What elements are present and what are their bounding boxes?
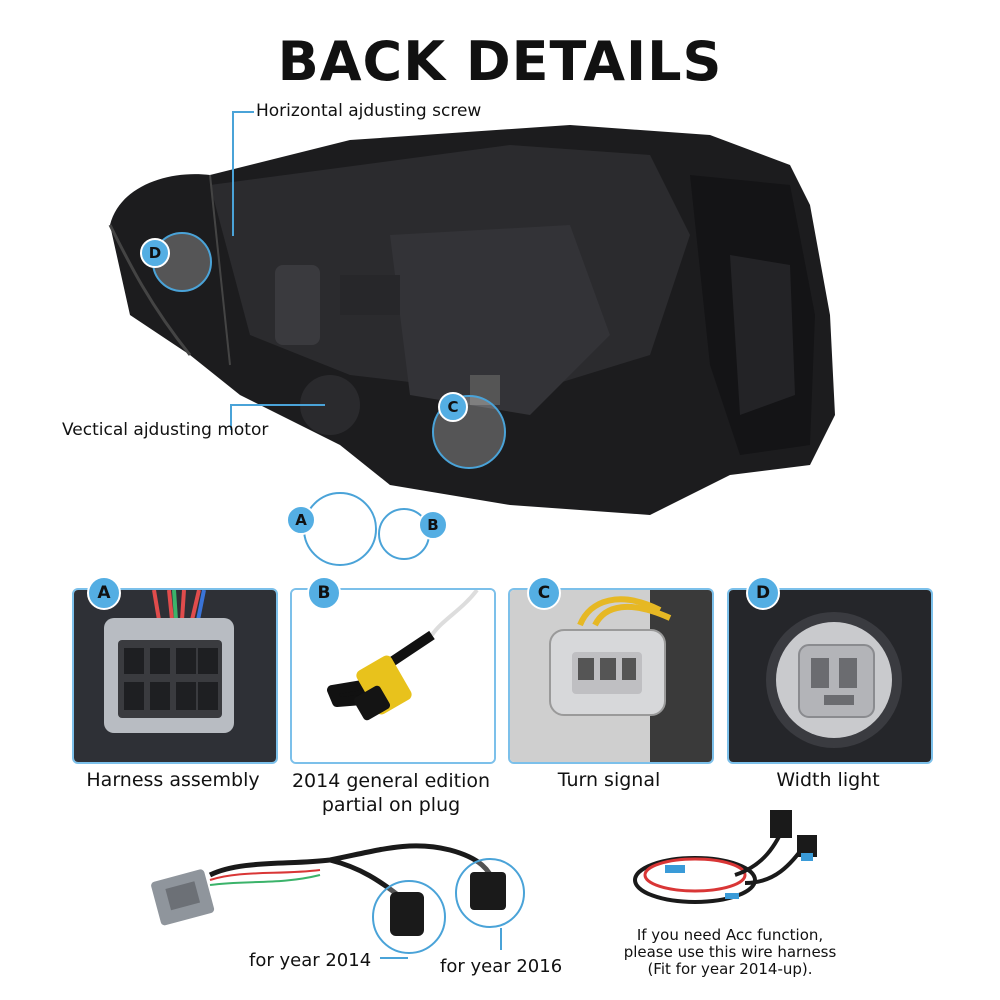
badge-a-hero: A	[286, 505, 316, 535]
badge-c-hero: C	[438, 392, 468, 422]
width-light-connector-image	[729, 590, 931, 762]
label-year-2016: for year 2016	[440, 956, 563, 977]
caption-turn-signal: Turn signal	[557, 769, 661, 791]
acc-wire-harness-image	[625, 805, 825, 920]
callout-line-vertical	[230, 404, 232, 430]
plug-connector-image	[292, 590, 494, 762]
page-title: BACK DETAILS	[277, 30, 723, 93]
vertical-motor-label: Vectical ajdusting motor	[62, 420, 269, 440]
callout-line-horizontal-v	[232, 111, 234, 236]
badge-c: C	[527, 576, 561, 610]
panel-width-light	[727, 588, 933, 764]
label-year-2014: for year 2014	[249, 950, 372, 971]
arrow-2016	[500, 928, 502, 950]
acc-note: If you need Acc function, please use thi…	[623, 926, 837, 978]
panel-harness-assembly	[72, 588, 278, 764]
plug-2016-icon	[470, 872, 506, 910]
turn-signal-connector-image	[510, 590, 712, 762]
panel-partial-plug	[290, 588, 496, 764]
horizontal-screw-label: Horizontal ajdusting screw	[256, 101, 482, 121]
callout-line-horizontal	[232, 111, 254, 113]
caption-width-light: Width light	[776, 769, 880, 791]
arrow-2014	[380, 957, 408, 959]
headlight-back-image	[90, 115, 850, 535]
plug-2014-icon	[390, 892, 424, 936]
panel-turn-signal	[508, 588, 714, 764]
caption-harness-assembly: Harness assembly	[86, 769, 260, 791]
marker-a-circle	[303, 492, 377, 566]
caption-partial-plug: 2014 general edition partial on plug	[291, 770, 491, 816]
badge-b: B	[307, 576, 341, 610]
badge-b-hero: B	[418, 510, 448, 540]
badge-d-panel: D	[746, 576, 780, 610]
badge-d: D	[140, 238, 170, 268]
marker-c-circle	[432, 395, 506, 469]
harness-connector-image	[74, 590, 276, 762]
badge-a: A	[87, 576, 121, 610]
callout-line-vertical-h	[230, 404, 325, 406]
